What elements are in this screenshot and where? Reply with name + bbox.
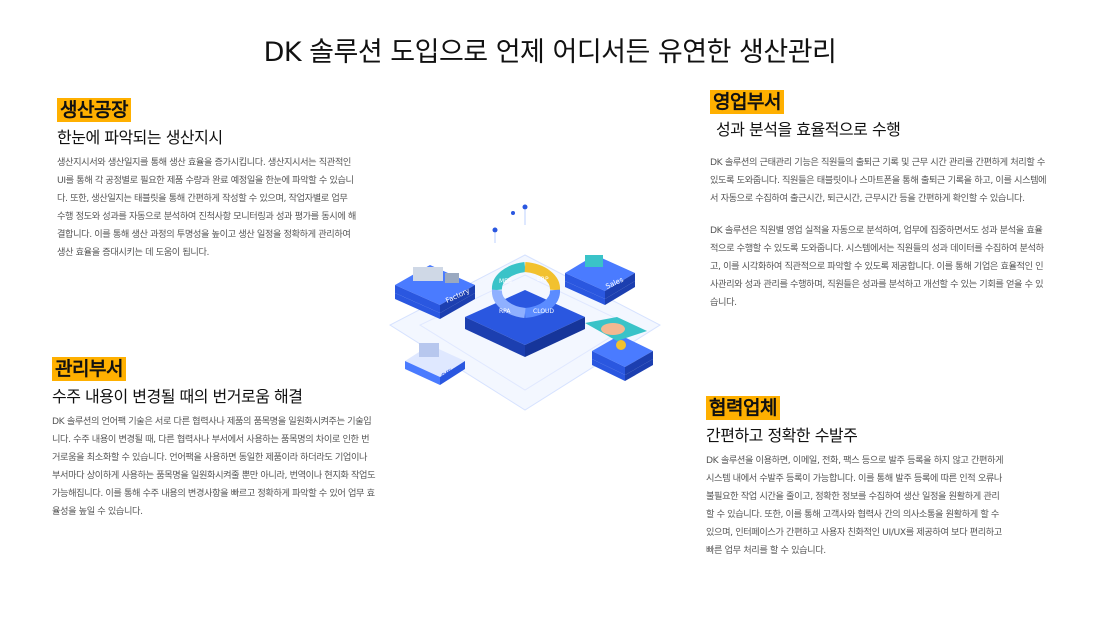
- section-subtitle: 한눈에 파악되는 생산지시: [57, 128, 223, 147]
- section-tag: 관리부서: [52, 357, 126, 381]
- sales-screen: [585, 255, 603, 267]
- factory-machine: [413, 267, 443, 281]
- paragraph: 생산지시서와 생산일지를 통해 생산 효율을 증가시킵니다. 생산지시서는 직관…: [57, 157, 356, 258]
- section-body: DK 솔루션의 근태관리 기능은 직원들의 출퇴근 기록 및 근무 시간 관리를…: [710, 154, 1050, 312]
- signal-dot: [511, 211, 515, 215]
- section-partner: 협력업체 간편하고 정확한 수발주 DK 솔루션을 이용하면, 이메일, 전화,…: [706, 396, 1006, 574]
- signal-dot: [492, 227, 498, 233]
- paragraph: DK 솔루션을 이용하면, 이메일, 전화, 팩스 등으로 발주 등록을 하지 …: [706, 455, 1004, 556]
- cycle-label-rpa: RPA: [499, 308, 511, 315]
- center-platform-left: [465, 317, 525, 357]
- cycle-segment-cloud: [524, 289, 561, 318]
- section-body: DK 솔루션의 언어팩 기술은 서로 다른 협력사나 제품의 품목명을 일원화시…: [52, 413, 377, 521]
- cycle-segment-mes: [491, 262, 526, 291]
- section-subtitle: 성과 분석을 효율적으로 수행: [716, 120, 901, 139]
- section-body: DK 솔루션을 이용하면, 이메일, 전화, 팩스 등으로 발주 등록을 하지 …: [706, 452, 1006, 560]
- section-factory: 생산공장 한눈에 파악되는 생산지시 생산지시서와 생산일지를 통해 생산 효율…: [57, 98, 357, 276]
- cycle-segment-erp: [524, 262, 561, 291]
- page-title: DK 솔루션 도입으로 언제 어디서든 유연한 생산관리: [263, 37, 837, 68]
- section-body: 생산지시서와 생산일지를 통해 생산 효율을 증가시킵니다. 생산지시서는 직관…: [57, 154, 357, 262]
- cycle-label-cloud: CLOUD: [533, 308, 554, 315]
- factory-stack: Factory: [395, 265, 475, 319]
- platform-illustration: MES ERP CLOUD RPA Factory Sales Office: [388, 204, 662, 411]
- signal-dot: [522, 204, 528, 210]
- paragraph: DK 솔루션의 언어팩 기술은 서로 다른 협력사나 제품의 품목명을 일원화시…: [52, 416, 376, 517]
- partner-stack: [592, 335, 653, 381]
- center-platform-right: [525, 317, 585, 357]
- section-subtitle: 간편하고 정확한 수발주: [706, 426, 858, 445]
- handshake-icon: [585, 317, 647, 341]
- section-tag: 영업부서: [710, 90, 784, 114]
- cycle-label-erp: ERP: [537, 276, 549, 283]
- factory-machine: [445, 273, 459, 283]
- section-management: 관리부서 수주 내용이 변경될 때의 번거로움 해결 DK 솔루션의 언어팩 기…: [52, 357, 377, 535]
- partner-person: [616, 340, 626, 350]
- office-stack: Office: [405, 343, 465, 385]
- paragraph: DK 솔루션은 직원별 영업 실적을 자동으로 분석하여, 업무에 집중하면서도…: [710, 225, 1044, 308]
- section-sales: 영업부서 성과 분석을 효율적으로 수행 DK 솔루션의 근태관리 기능은 직원…: [710, 90, 1050, 326]
- paragraph: DK 솔루션의 근태관리 기능은 직원들의 출퇴근 기록 및 근무 시간 관리를…: [710, 157, 1047, 204]
- cycle-segment-rpa: [491, 289, 526, 318]
- office-desk: [419, 343, 439, 357]
- sales-stack: Sales: [565, 255, 635, 305]
- section-tag: 생산공장: [57, 98, 131, 122]
- section-tag: 협력업체: [706, 396, 780, 420]
- section-subtitle: 수주 내용이 변경될 때의 번거로움 해결: [52, 387, 303, 406]
- cycle-label-mes: MES: [499, 278, 512, 285]
